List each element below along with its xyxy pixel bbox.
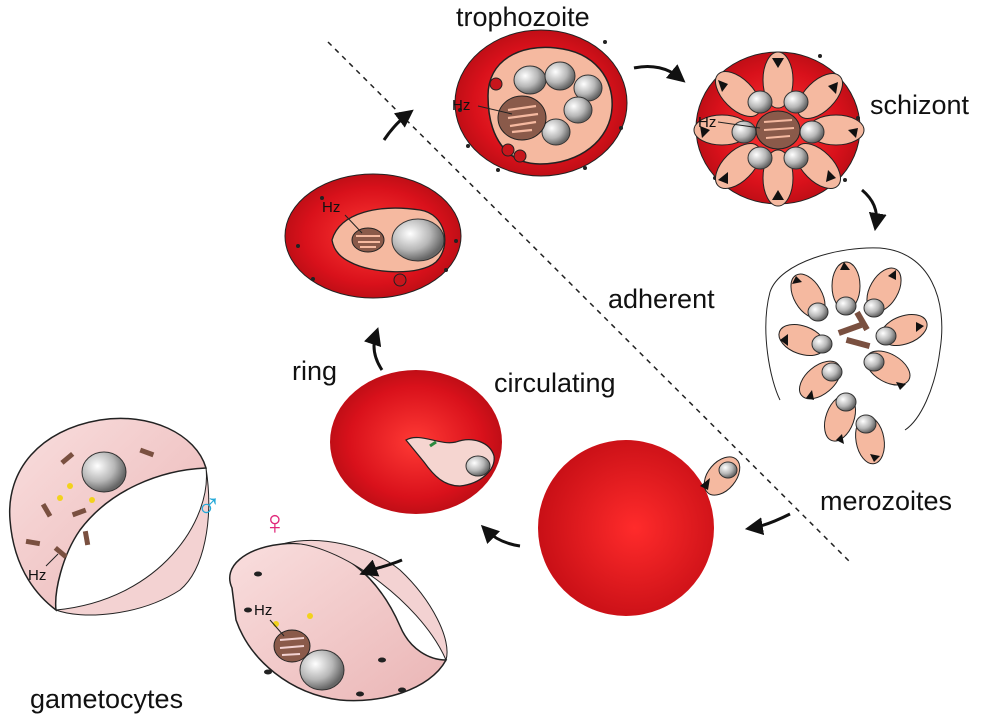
label-circulating: circulating (494, 368, 616, 398)
circulating-cell (330, 370, 502, 514)
schizont-hz-label: Hz (698, 114, 716, 131)
male-symbol-icon: ♂ (196, 486, 222, 524)
label-gametocytes: gametocytes (30, 684, 183, 714)
label-merozoites: merozoites (820, 486, 952, 516)
ring-stage-cell (284, 173, 462, 299)
label-ring: ring (292, 356, 337, 386)
trophozoite-cell (454, 29, 628, 177)
male-gametocyte (8, 417, 210, 616)
label-adherent: adherent (608, 284, 715, 314)
schizont-cell (693, 51, 865, 207)
female-gametocyte (229, 539, 448, 702)
circulating-adherent-divider (327, 41, 851, 563)
label-schizont: schizont (870, 90, 970, 120)
merozoite-invading-cell (538, 440, 741, 616)
arrow-merozoites-to-cell (744, 512, 791, 536)
arrow-to-gametocytes (359, 558, 403, 577)
female-gametocyte-hz-label: Hz (254, 602, 272, 619)
merozoites-cluster (765, 247, 943, 465)
trophozoite-hz-label: Hz (452, 97, 470, 114)
ring-hz-label: Hz (322, 199, 340, 216)
arrow-circulating-to-ring (364, 327, 384, 371)
female-symbol-icon: ♀ (262, 504, 288, 542)
arrow-trophozoite-to-schizont (633, 64, 686, 83)
arrow-schizont-to-merozoites (861, 188, 887, 232)
label-trophozoite: trophozoite (456, 2, 590, 32)
arrow-invasion-to-circulating (480, 524, 521, 548)
male-gametocyte-hz-label: Hz (28, 567, 46, 584)
arrow-ring-to-trophozoite (382, 109, 414, 141)
